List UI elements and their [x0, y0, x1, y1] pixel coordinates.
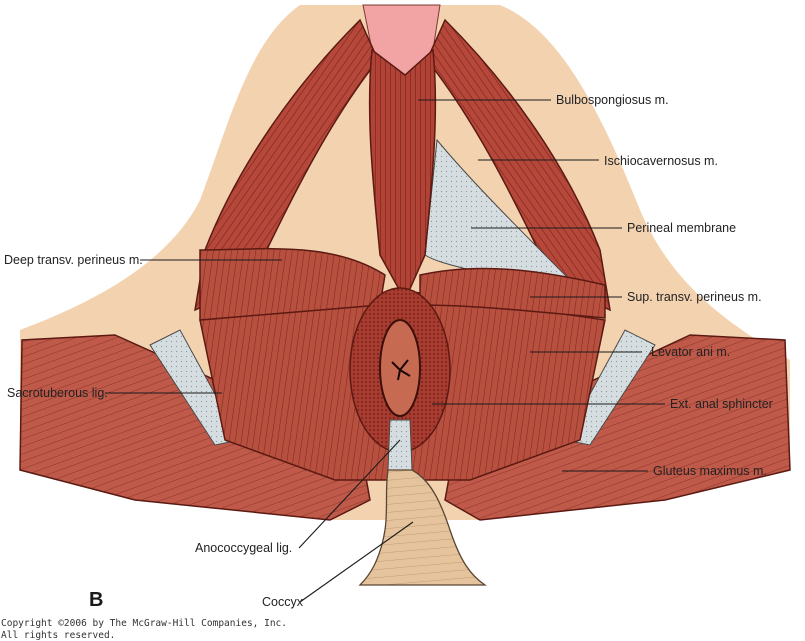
coccyx [358, 469, 488, 586]
label-sacrotuberous-lig: Sacrotuberous lig. [7, 386, 108, 400]
label-gluteus-maximus: Gluteus maximus m. [653, 464, 767, 478]
label-perineal-membrane: Perineal membrane [627, 221, 736, 235]
anal-opening [391, 359, 411, 381]
label-ischiocavernosus: Ischiocavernosus m. [604, 154, 718, 168]
copyright-line-1: Copyright ©2006 by The McGraw-Hill Compa… [1, 618, 287, 629]
bulbospongiosus [368, 48, 437, 302]
label-bulbospongiosus: Bulbospongiosus m. [556, 93, 669, 107]
label-deep-transv-perineus: Deep transv. perineus m. [4, 253, 143, 267]
label-levator-ani: Levator ani m. [651, 345, 730, 359]
label-sup-transv-perineus: Sup. transv. perineus m. [627, 290, 762, 304]
copyright-line-2: All rights reserved. [1, 630, 115, 641]
leader-anococcygeal-lig [298, 439, 401, 549]
superficial-transverse-perineus [419, 267, 606, 319]
anus [379, 319, 421, 417]
leader-coccyx [299, 521, 414, 603]
anococcygeal-ligament [387, 419, 413, 471]
label-ext-anal-sphincter: Ext. anal sphincter [670, 397, 773, 411]
label-coccyx: Coccyx [262, 595, 304, 609]
panel-letter: B [89, 589, 103, 611]
label-anococcygeal-lig: Anococcygeal lig. [195, 541, 292, 555]
